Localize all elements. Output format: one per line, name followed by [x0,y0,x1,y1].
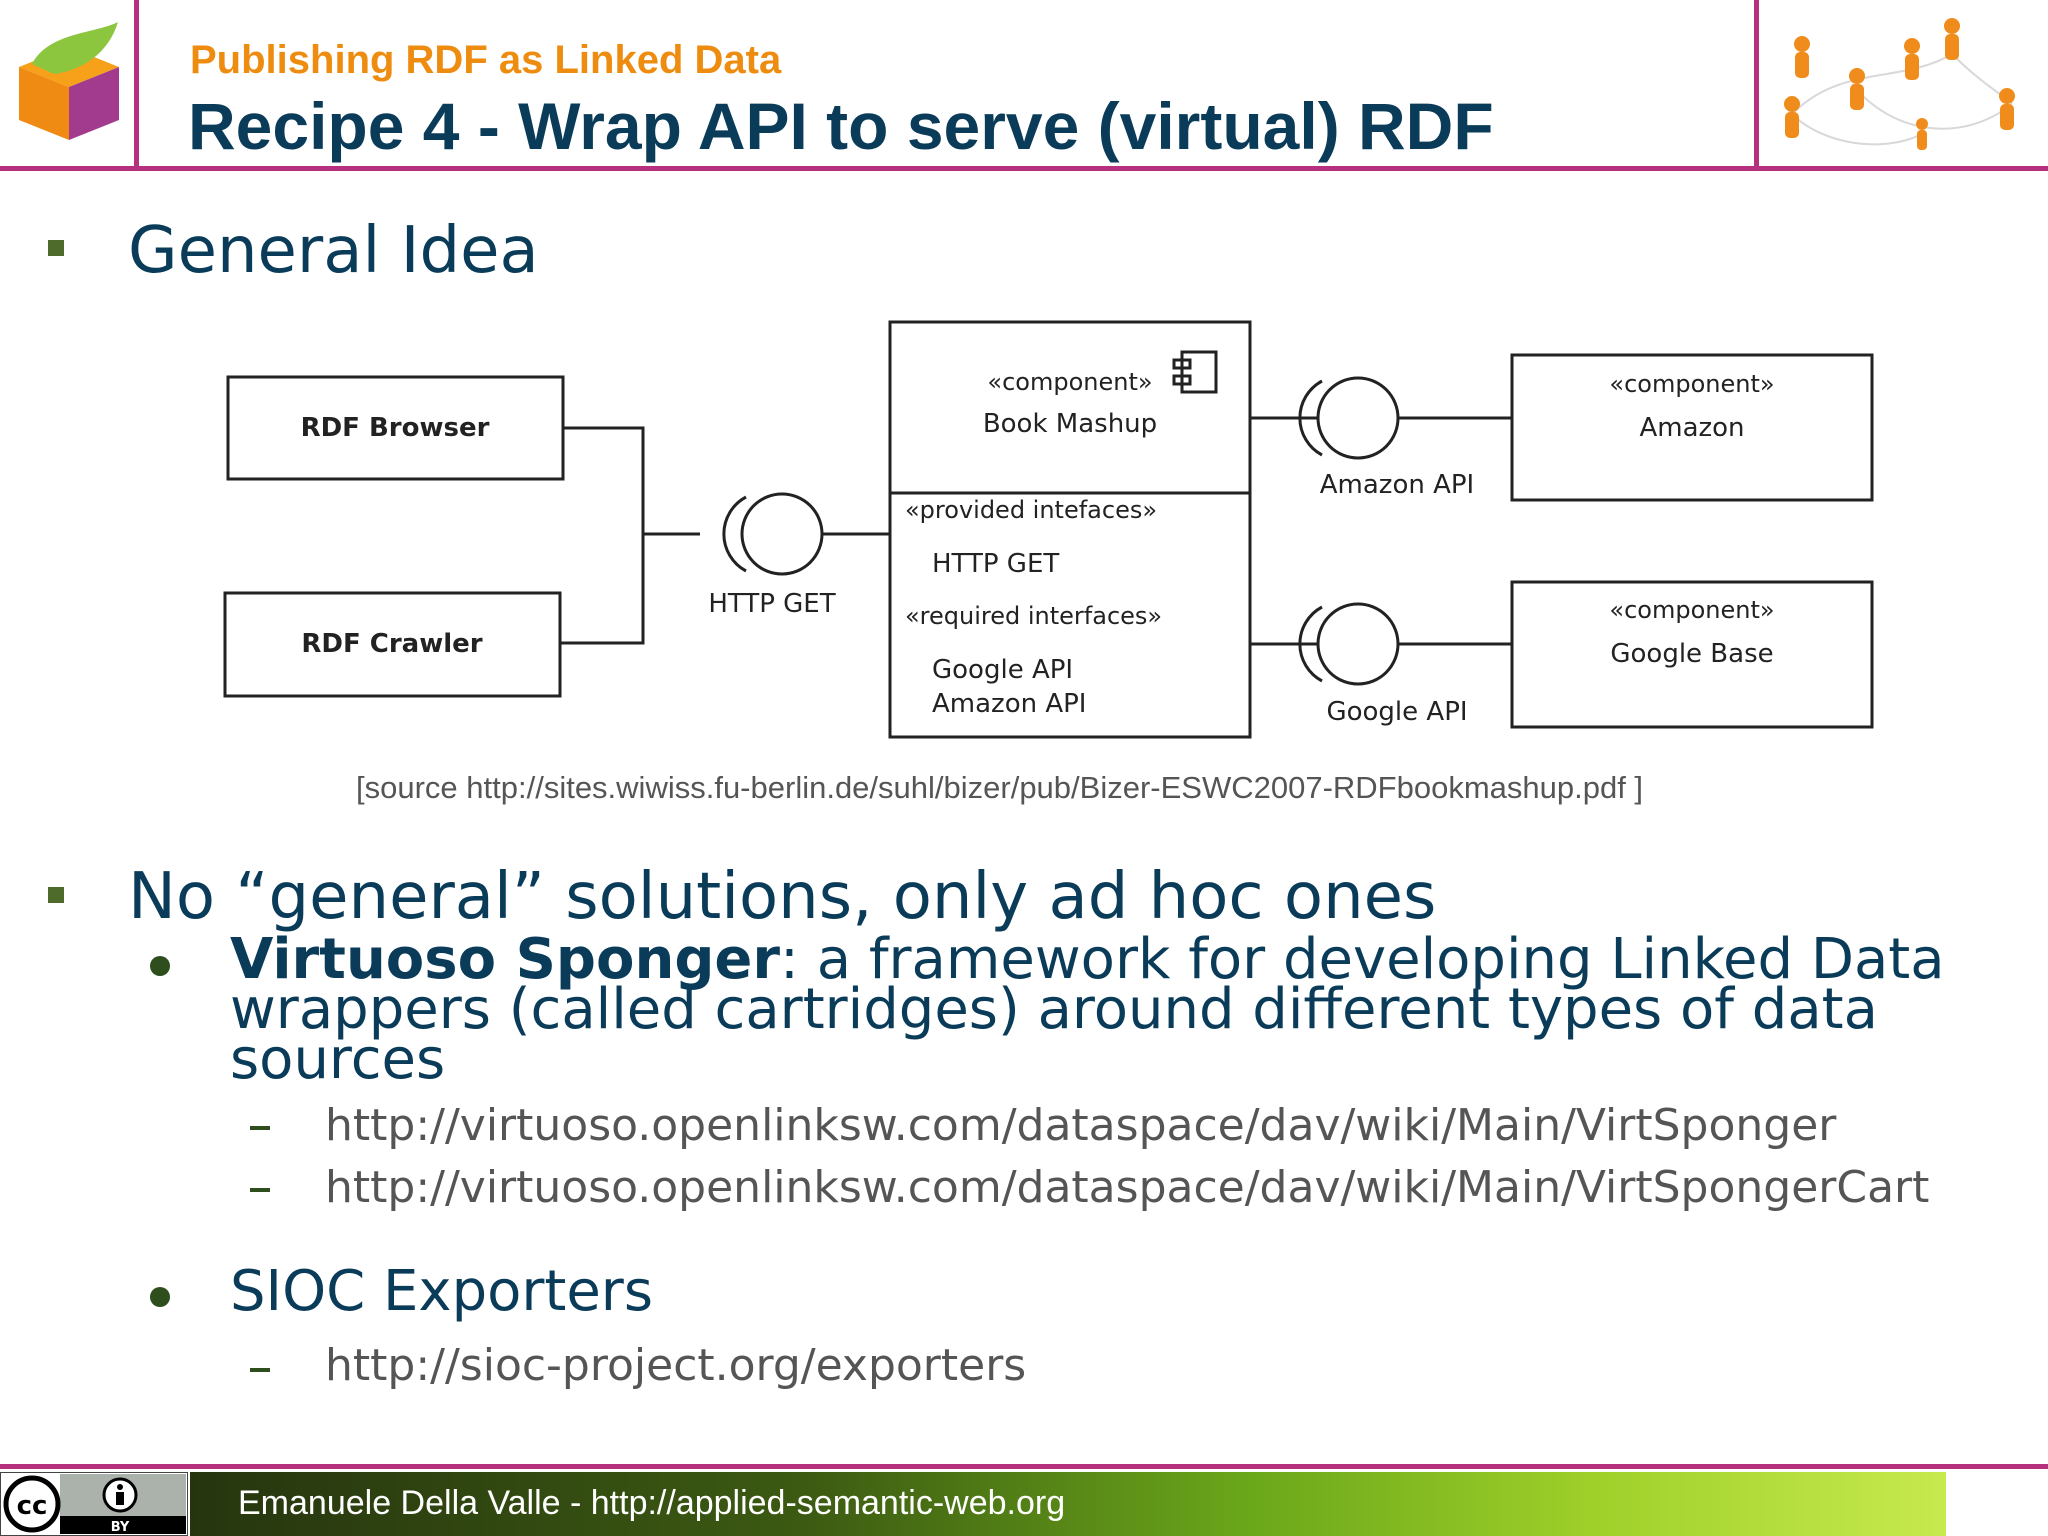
dash-bullet-icon [250,1188,270,1192]
google-base-name: Google Base [1610,639,1773,669]
square-bullet-icon [48,887,64,903]
amazon-box [1510,353,1874,502]
google-base-stereotype: «component» [1609,596,1774,624]
google-api-label: Google API [1326,697,1467,727]
svg-text:cc: cc [17,1491,48,1521]
required-interface-google-api: Google API [932,655,1073,685]
cube-logo-icon [19,22,119,140]
virtuoso-sponger-description: : a framework for developing Linked Data… [230,927,1945,1092]
required-interfaces-label: «required interfaces» [905,602,1162,630]
sioc-link[interactable]: http://sioc-project.org/exporters [325,1340,1027,1391]
virtuoso-sponger-name: Virtuoso Sponger [230,927,781,992]
http-get-interface-label: HTTP GET [708,589,835,619]
bullet-no-general-solutions: No “general” solutions, only ad hoc ones [128,860,1437,934]
bullet-virtuoso-sponger: Virtuoso Sponger: a framework for develo… [230,932,1990,1088]
header-divider-left [134,0,139,170]
cc-by-label: BY [111,1520,130,1535]
footer-author: Emanuele Della Valle - http://applied-se… [238,1484,1066,1522]
amazon-stereotype: «component» [1609,370,1774,398]
footer-band [190,1472,1946,1536]
required-interface-amazon-api: Amazon API [932,689,1086,719]
diagram-source-citation: [source http://sites.wiwiss.fu-berlin.de… [356,770,1644,805]
rdf-crawler-label: RDF Crawler [301,629,482,659]
provided-interfaces-label: «provided intefaces» [905,496,1157,524]
book-mashup-name: Book Mashup [983,409,1157,439]
rdf-browser-label: RDF Browser [301,413,490,443]
header-divider [0,166,2048,171]
component-diagram: RDF Browser RDF Crawler HTTP GET «compon… [223,320,1874,739]
virtuoso-link-2[interactable]: http://virtuoso.openlinksw.com/dataspace… [325,1162,1930,1213]
round-bullet-icon [150,1287,170,1307]
provided-interface-http-get: HTTP GET [932,549,1059,579]
google-base-box [1510,580,1874,729]
round-bullet-icon [150,956,170,976]
people-network-icon [1784,18,2015,150]
square-bullet-icon [48,240,64,256]
virtuoso-link-1[interactable]: http://virtuoso.openlinksw.com/dataspace… [325,1100,1837,1151]
header-divider-right [1754,0,1759,170]
footer-divider [0,1464,2048,1469]
dash-bullet-icon [250,1368,270,1372]
book-mashup-stereotype: «component» [987,368,1152,396]
dash-bullet-icon [250,1126,270,1130]
cc-by-license-icon: cc BY [0,1472,188,1536]
amazon-name: Amazon [1639,413,1744,443]
bullet-general-idea: General Idea [128,214,539,288]
book-mashup-box [888,320,1252,739]
amazon-api-label: Amazon API [1320,470,1474,500]
slide-subtitle: Publishing RDF as Linked Data [190,38,782,82]
slide-title: Recipe 4 - Wrap API to serve (virtual) R… [188,89,1494,163]
bullet-sioc-exporters: SIOC Exporters [230,1259,654,1324]
